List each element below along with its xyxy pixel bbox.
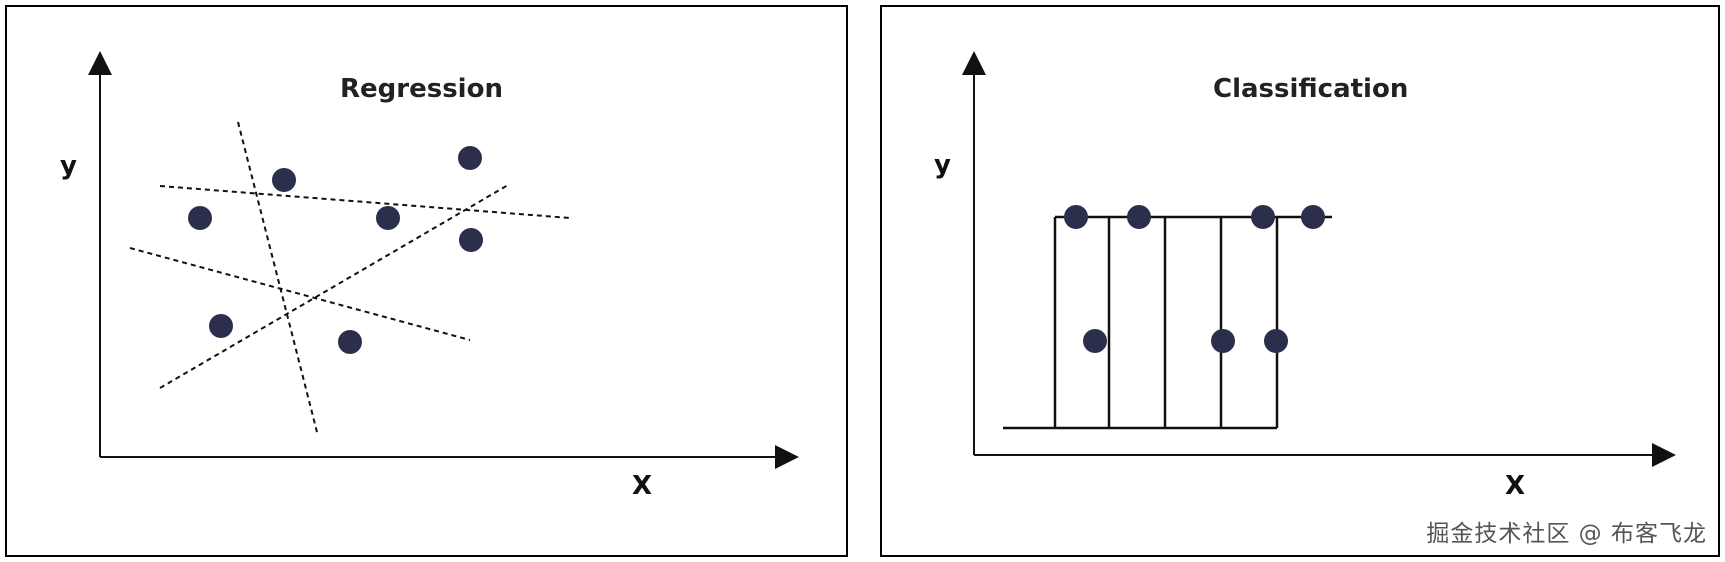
watermark: 掘金技术社区 @ 布客飞龙 <box>1426 521 1707 547</box>
regression-fit-line <box>237 121 319 437</box>
regression-title: Regression <box>340 74 503 104</box>
classification-point <box>1064 205 1088 229</box>
regression-point <box>459 228 483 252</box>
classification-point <box>1301 205 1325 229</box>
regression-panel <box>5 5 848 557</box>
regression-point <box>272 168 296 192</box>
classification-x-label: X <box>1505 471 1525 501</box>
regression-fit-line <box>159 185 571 219</box>
regression-point <box>188 206 212 230</box>
regression-point <box>209 314 233 338</box>
classification-point <box>1211 329 1235 353</box>
classification-title: Classification <box>1213 74 1408 104</box>
regression-point <box>338 330 362 354</box>
classification-point <box>1083 329 1107 353</box>
classification-lines <box>1003 215 1332 430</box>
regression-fit-line <box>159 184 509 389</box>
regression-y-label: y <box>60 151 77 181</box>
classification-point <box>1251 205 1275 229</box>
regression-point <box>458 146 482 170</box>
regression-point <box>376 206 400 230</box>
classification-panel <box>880 5 1720 557</box>
regression-x-label: X <box>632 471 652 501</box>
regression-fit-line <box>129 247 471 341</box>
regression-points <box>188 146 483 354</box>
classification-y-label: y <box>934 150 951 180</box>
classification-points <box>1064 205 1325 353</box>
classification-point <box>1127 205 1151 229</box>
regression-lines <box>129 121 571 437</box>
classification-point <box>1264 329 1288 353</box>
